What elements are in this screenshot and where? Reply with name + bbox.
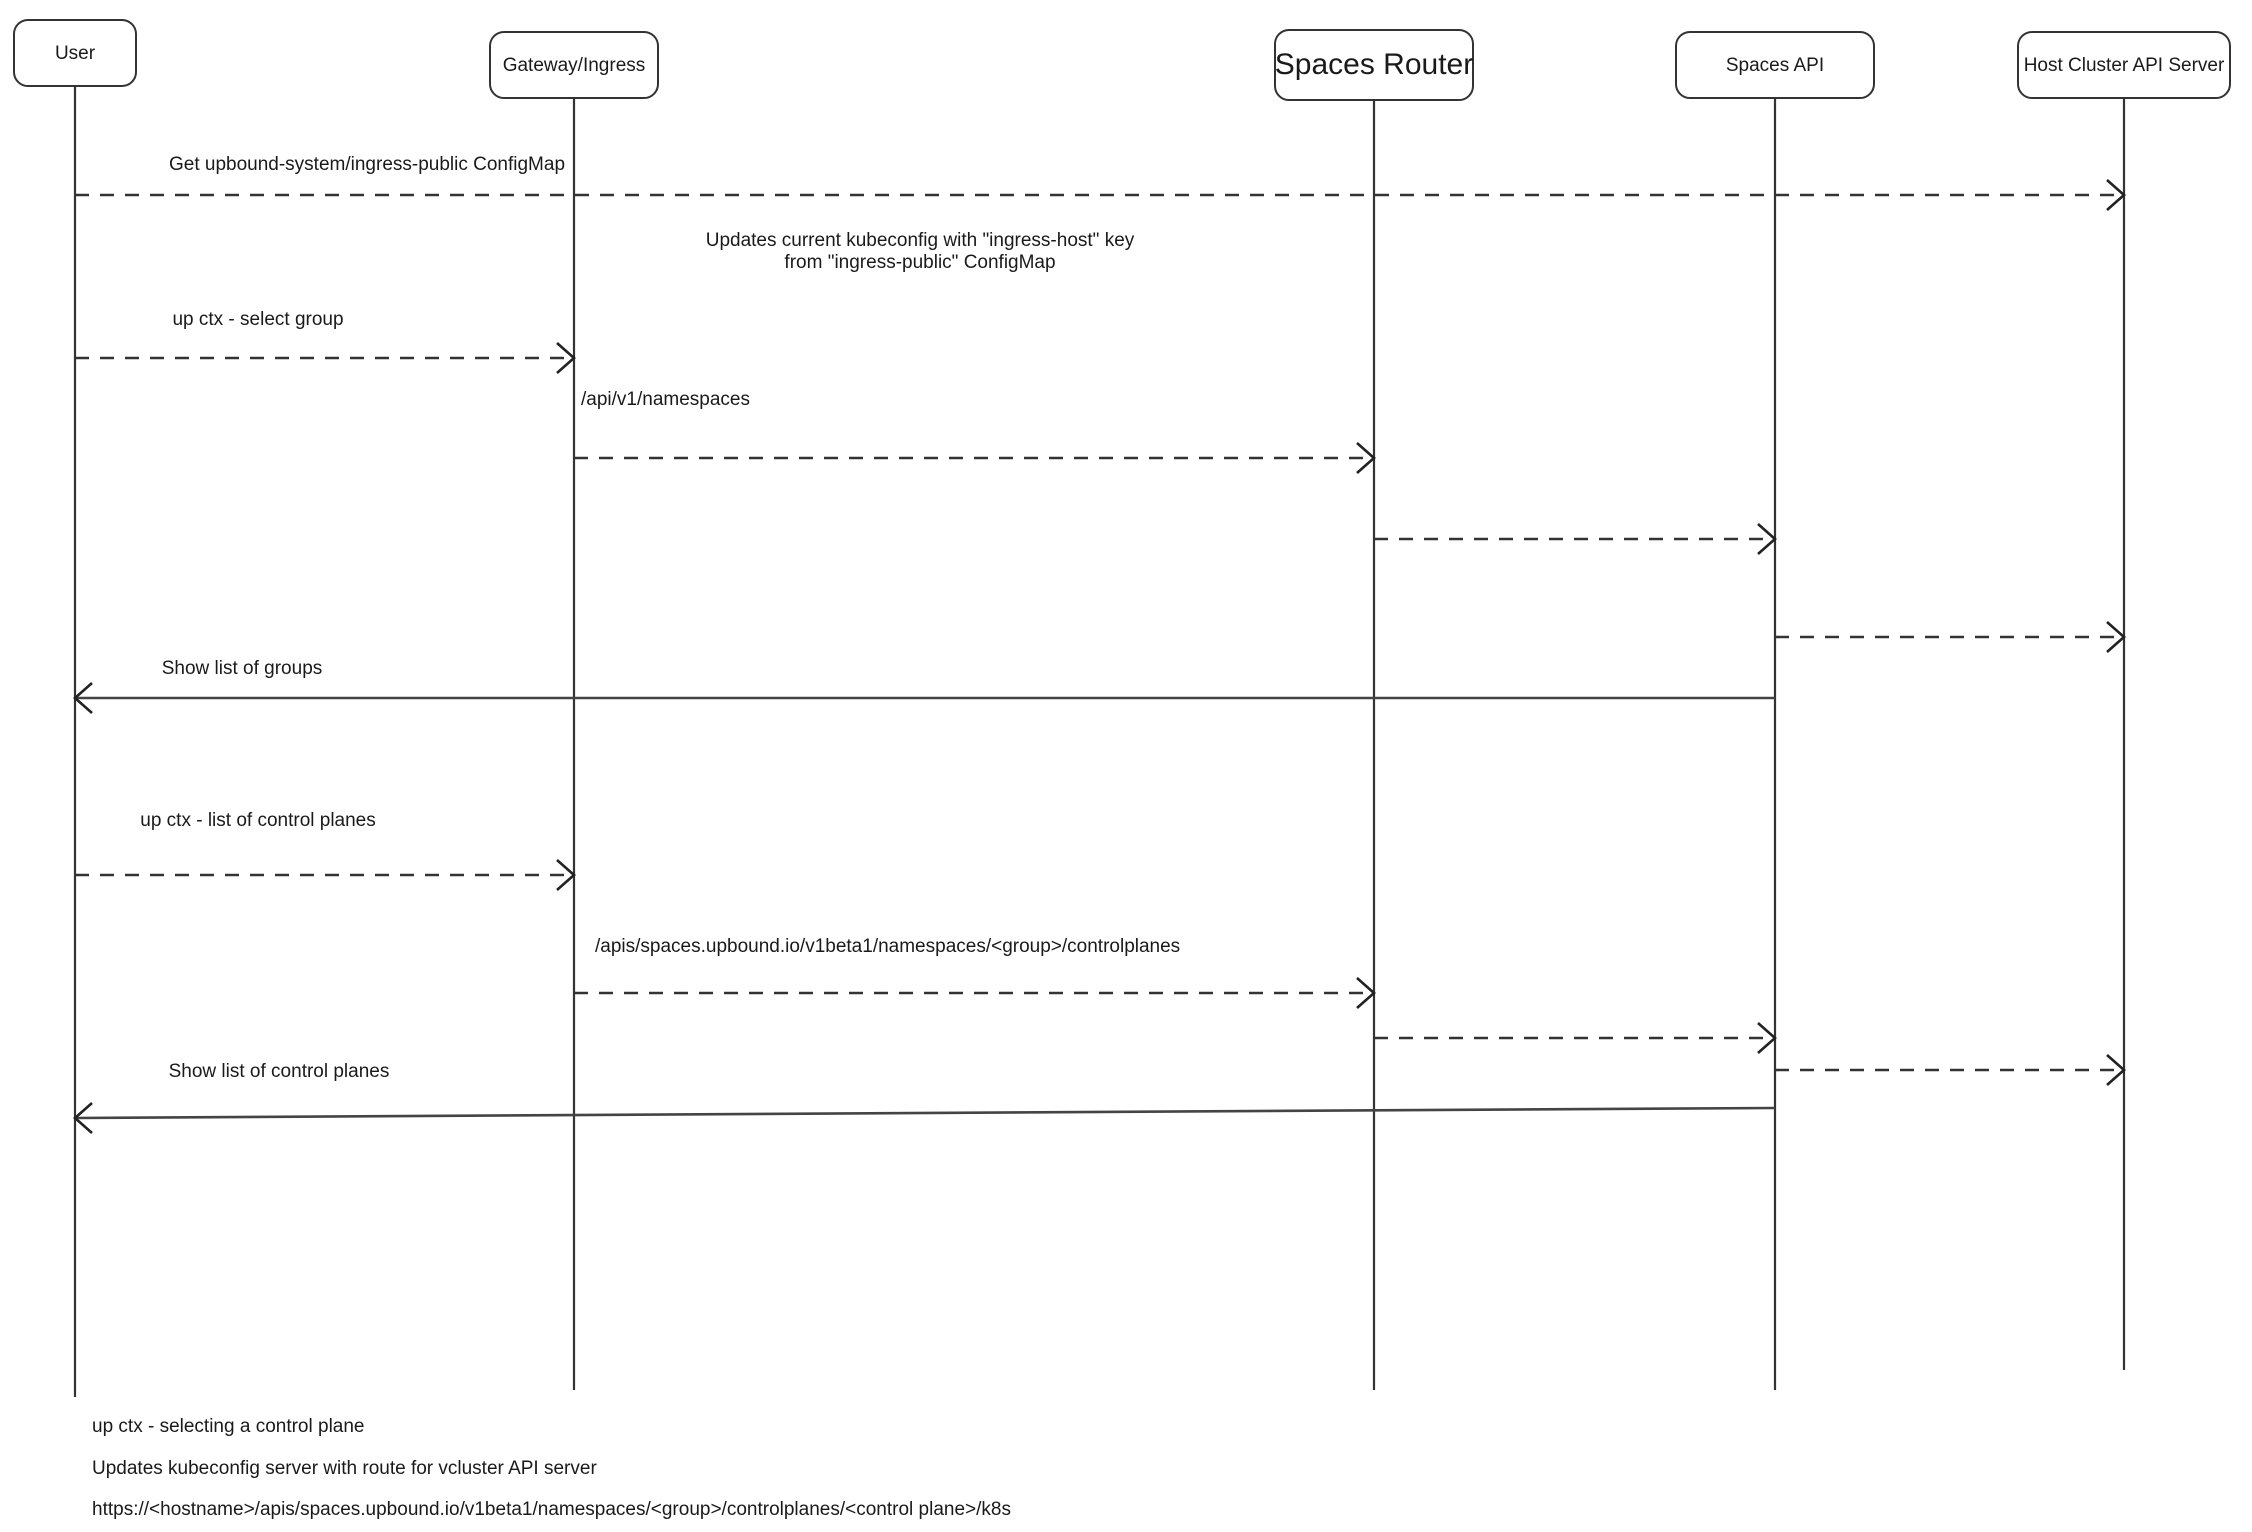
- message-label: Show list of control planes: [169, 1061, 390, 1082]
- note-line: Updates current kubeconfig with "ingress…: [706, 230, 1135, 251]
- message-line: [74, 1106, 1776, 1120]
- arrow-head: [556, 342, 576, 374]
- message-m5: [1775, 621, 2126, 653]
- arrow-head-path: [2106, 621, 2126, 653]
- message-m1: Get upbound-system/ingress-public Config…: [75, 154, 2126, 211]
- note-note-kubeconfig: Updates current kubeconfig with "ingress…: [706, 230, 1135, 273]
- arrow-head-path: [73, 682, 93, 714]
- arrow-head: [1757, 523, 1777, 555]
- lifelines-layer: [73, 86, 2126, 1397]
- arrow-head-path: [556, 859, 576, 891]
- participant-router[interactable]: Spaces Router: [1274, 29, 1474, 101]
- participant-spacesapi[interactable]: Spaces API: [1675, 31, 1875, 99]
- message-m4: [1374, 523, 1777, 555]
- arrow-head-path: [73, 1102, 93, 1134]
- arrow-head: [1356, 977, 1376, 1009]
- participant-hostapi[interactable]: Host Cluster API Server: [2017, 31, 2231, 99]
- arrow-head-path: [2106, 179, 2126, 211]
- arrow-head-path: [556, 342, 576, 374]
- participant-box[interactable]: [1675, 31, 1875, 99]
- participant-box[interactable]: [489, 31, 659, 99]
- notes-layer: Updates current kubeconfig with "ingress…: [706, 230, 1135, 273]
- arrow-head: [1757, 1022, 1777, 1054]
- arrow-head-path: [1757, 523, 1777, 555]
- message-label: Get upbound-system/ingress-public Config…: [169, 154, 565, 175]
- arrow-head: [556, 859, 576, 891]
- participant-box[interactable]: [1274, 29, 1474, 101]
- arrow-head: [2106, 1054, 2126, 1086]
- note-line: from "ingress-public" ConfigMap: [784, 252, 1055, 273]
- arrow-head-path: [1356, 977, 1376, 1009]
- arrow-head: [2106, 621, 2126, 653]
- arrow-head-path: [2106, 1054, 2126, 1086]
- arrow-head-path: [1757, 1022, 1777, 1054]
- participant-label: Gateway/Ingress: [503, 55, 646, 76]
- participant-label: Host Cluster API Server: [2024, 55, 2225, 76]
- participant-box[interactable]: [13, 19, 137, 87]
- message-m11: Show list of control planes: [73, 1061, 1776, 1134]
- footer-1: up ctx - selecting a control plane: [92, 1416, 365, 1437]
- message-m6: Show list of groups: [73, 658, 1775, 714]
- message-label: up ctx - list of control planes: [140, 810, 376, 831]
- participant-label: Spaces Router: [1275, 48, 1473, 81]
- participant-gateway[interactable]: Gateway/Ingress: [489, 31, 659, 99]
- message-label: Show list of groups: [162, 658, 323, 679]
- arrow-head: [73, 682, 93, 714]
- messages-layer: Get upbound-system/ingress-public Config…: [73, 154, 2126, 1134]
- participant-user[interactable]: User: [13, 19, 137, 87]
- arrow-head-path: [1356, 442, 1376, 474]
- footer-notes-layer: up ctx - selecting a control planeUpdate…: [92, 1416, 1011, 1520]
- message-m7: up ctx - list of control planes: [75, 810, 576, 891]
- arrow-head: [1356, 442, 1376, 474]
- footer-3: https://<hostname>/apis/spaces.upbound.i…: [92, 1499, 1011, 1520]
- arrow-head: [2106, 179, 2126, 211]
- footer-2: Updates kubeconfig server with route for…: [92, 1458, 597, 1479]
- message-m2: up ctx - select group: [75, 309, 576, 374]
- participant-box[interactable]: [2017, 31, 2231, 99]
- message-label: /apis/spaces.upbound.io/v1beta1/namespac…: [595, 936, 1180, 957]
- message-m9: [1374, 1022, 1777, 1054]
- participant-label: User: [55, 43, 96, 64]
- participant-label: Spaces API: [1726, 55, 1824, 76]
- arrow-head: [73, 1102, 93, 1134]
- message-m3: /api/v1/namespaces: [574, 389, 1376, 474]
- message-label: up ctx - select group: [172, 309, 343, 330]
- message-label: /api/v1/namespaces: [581, 389, 750, 410]
- message-m8: /apis/spaces.upbound.io/v1beta1/namespac…: [574, 936, 1376, 1009]
- message-m10: [1775, 1054, 2126, 1086]
